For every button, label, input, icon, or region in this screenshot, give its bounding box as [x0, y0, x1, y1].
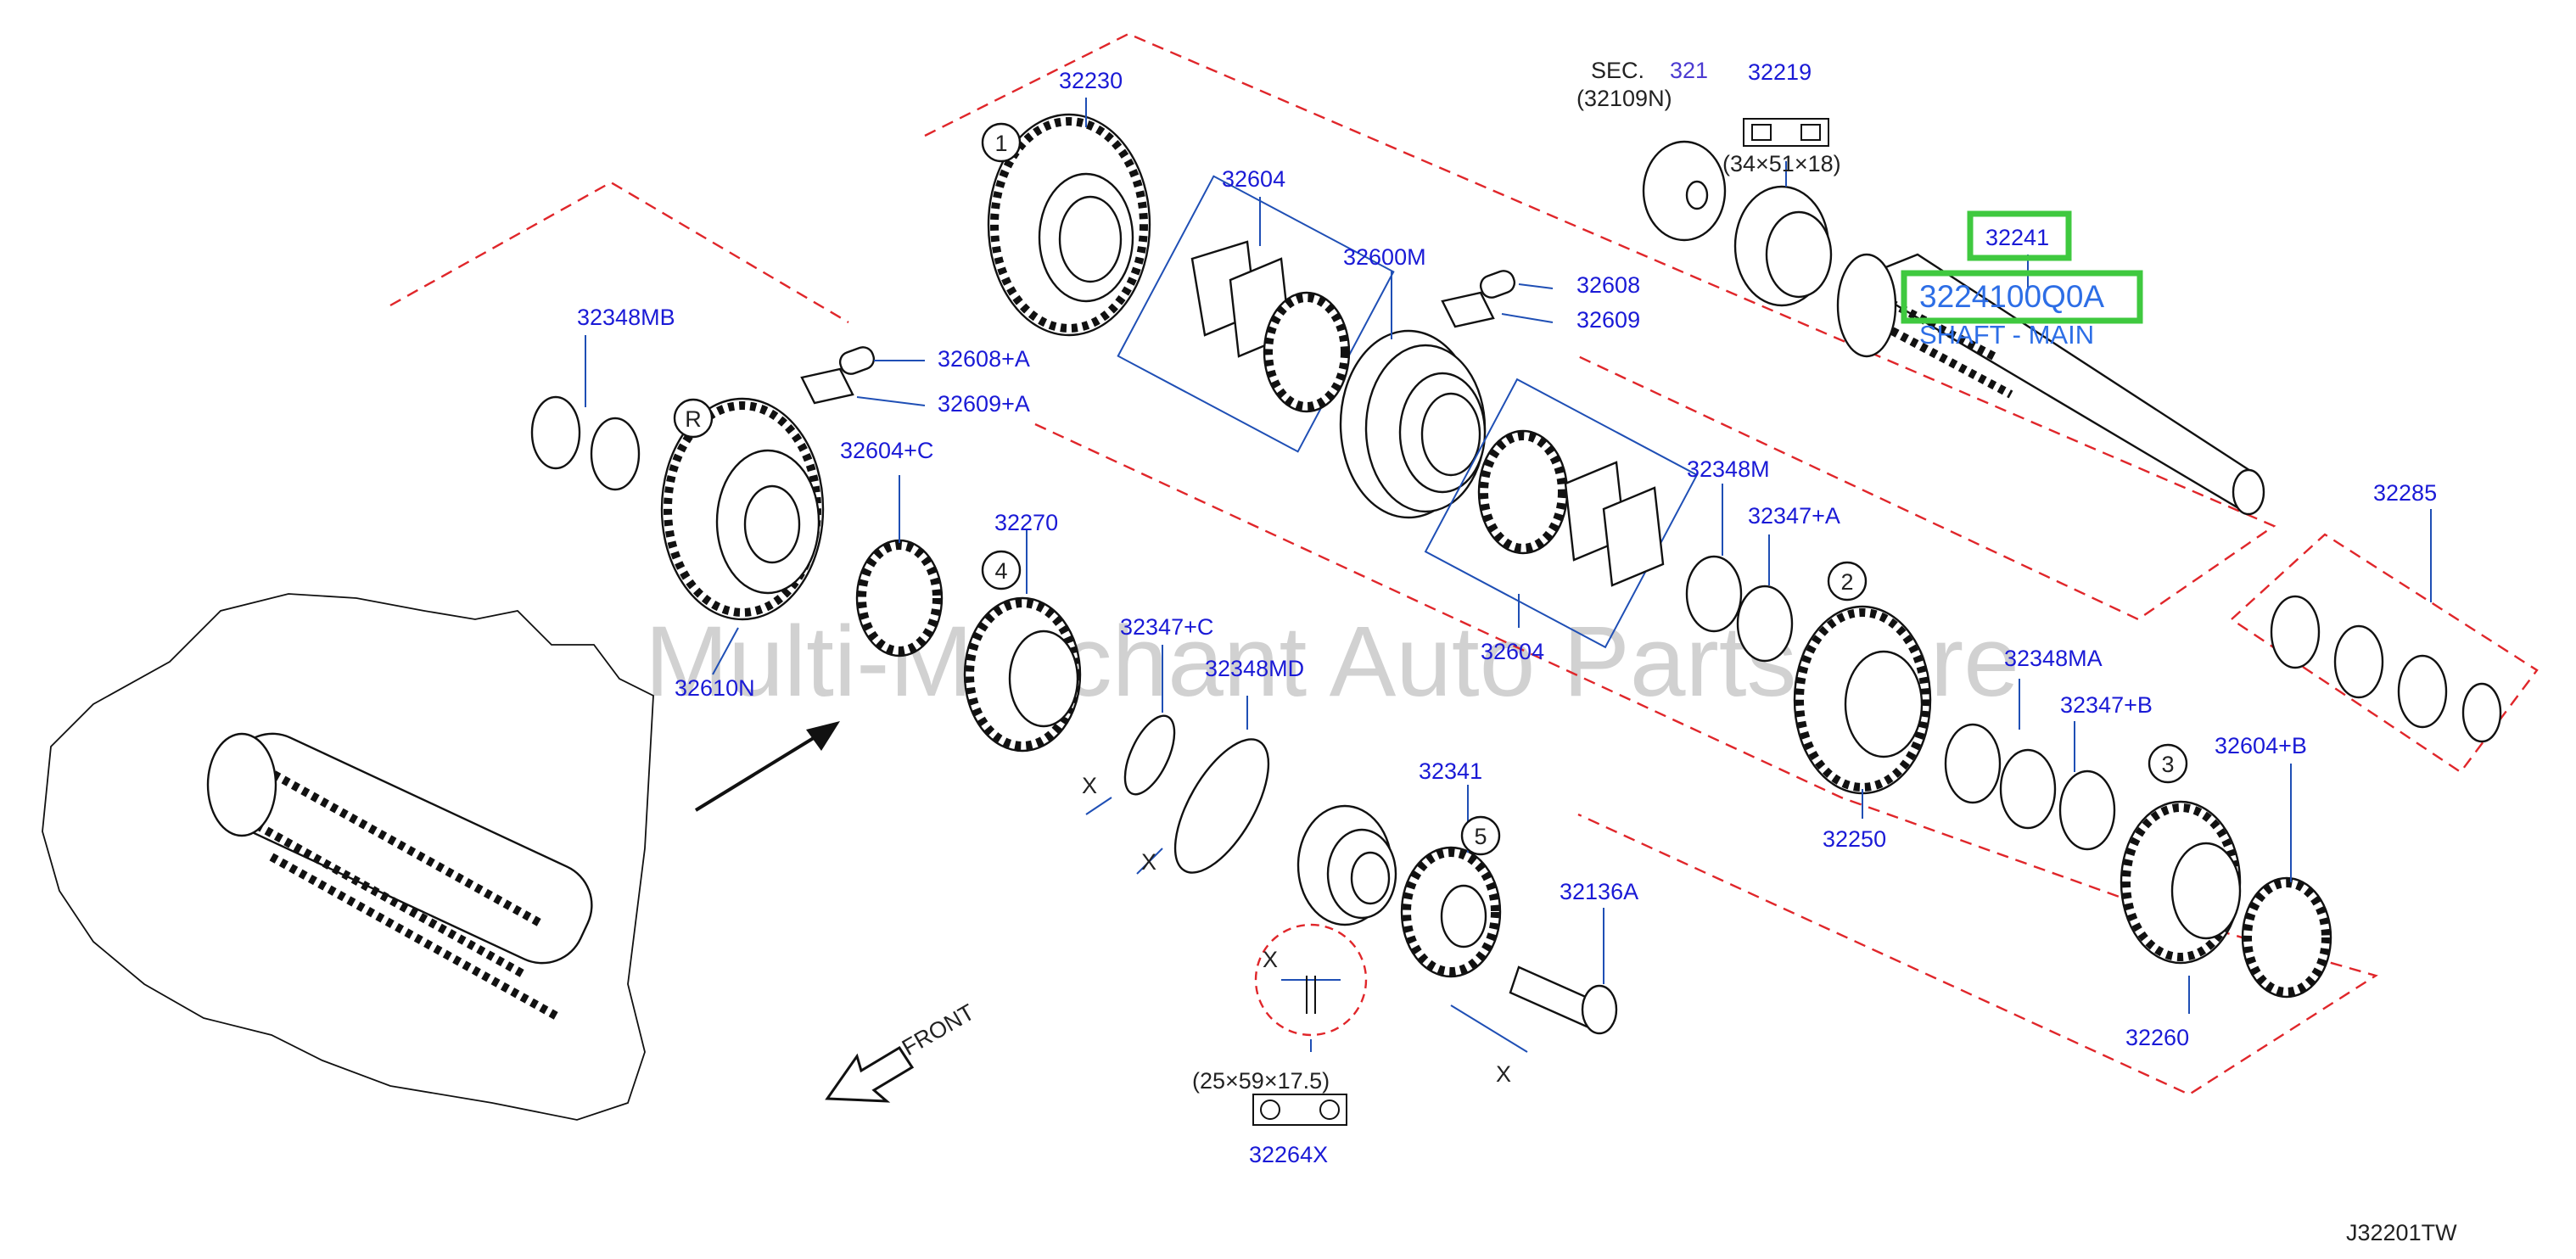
label-32341[interactable]: 32341: [1419, 758, 1482, 784]
leader-lines: [585, 98, 2432, 1053]
detail-circle-x: [1254, 923, 1368, 1037]
part-32250-gear: [1793, 605, 1932, 795]
label-32610N[interactable]: 32610N: [675, 675, 755, 701]
x-mark-4: X: [1496, 1061, 1511, 1087]
part-32219-bearing: [1733, 185, 1833, 307]
label-32347A[interactable]: 32347+A: [1748, 503, 1840, 529]
label-32604B[interactable]: 32604+B: [2215, 733, 2307, 758]
label-32347B[interactable]: 32347+B: [2060, 692, 2153, 718]
label-32604-lower[interactable]: 32604: [1481, 639, 1544, 664]
x-mark-3: X: [1263, 947, 1278, 972]
group-outline-reverse: [389, 181, 849, 324]
label-32609[interactable]: 32609: [1576, 307, 1640, 333]
part-32341-gear: [1400, 846, 1502, 978]
callout-3: 3: [2148, 743, 2188, 784]
x-mark-1: X: [1082, 773, 1097, 798]
diagram-code: J32201TW: [2346, 1220, 2457, 1245]
part-description: SHAFT - MAIN: [1919, 320, 2094, 350]
bearing-icon-32219: [1743, 118, 1829, 147]
label-32347C[interactable]: 32347+C: [1120, 614, 1213, 640]
part-32608A-pin: [838, 346, 876, 375]
group-outline-snaprings: [2230, 533, 2539, 774]
label-32136A[interactable]: 32136A: [1560, 879, 1638, 904]
part-32260-gear: [2120, 800, 2242, 965]
callout-2: 2: [1827, 561, 1868, 602]
label-32600M[interactable]: 32600M: [1343, 244, 1426, 270]
label-32219[interactable]: 32219: [1748, 59, 1812, 85]
direction-arrow: [694, 728, 829, 812]
part-32264X-bearing: [1296, 804, 1397, 926]
label-32604-top[interactable]: 32604: [1222, 166, 1285, 192]
part-32604-synchro-top: [1190, 240, 1351, 413]
callout-R: R: [673, 398, 714, 439]
callout-4: 4: [981, 550, 1022, 590]
label-32608[interactable]: 32608: [1576, 272, 1640, 298]
svg-text:5: 5: [1474, 824, 1487, 849]
label-32604C[interactable]: 32604+C: [840, 438, 933, 463]
part-32604C-ring: [855, 539, 944, 657]
svg-text:R: R: [685, 406, 702, 432]
x-mark-2: X: [1141, 849, 1156, 875]
section-number-link[interactable]: 321: [1670, 58, 1708, 83]
part-32348MA-snapring: [1944, 723, 2057, 830]
part-32610N-gear: [660, 397, 825, 621]
label-32264X[interactable]: 32264X: [1249, 1142, 1328, 1167]
part-32604B-ring: [2241, 876, 2332, 999]
group-outline-lower: [1034, 422, 2378, 1096]
part-32348MD-snapring: [1173, 738, 1270, 874]
bearing-icon-32264X: [1252, 1094, 1347, 1126]
dimension-32264X: (25×59×17.5): [1192, 1068, 1330, 1094]
oem-number-link[interactable]: 3224100Q0A: [1919, 279, 2104, 314]
section-prefix: SEC.: [1591, 58, 1644, 83]
svg-text:3: 3: [2161, 752, 2174, 777]
callout-1: 1: [981, 122, 1022, 163]
section-part: (32109N): [1576, 86, 1672, 111]
svg-text:1: 1: [994, 131, 1007, 156]
part-32109N-plate: [1642, 140, 1727, 242]
label-32230[interactable]: 32230: [1059, 68, 1123, 93]
label-32348MA[interactable]: 32348MA: [2004, 646, 2103, 671]
transmission-housing-outline: [42, 593, 654, 1121]
label-32348M[interactable]: 32348M: [1687, 456, 1770, 482]
part-32347C-snapring: [1123, 714, 1176, 796]
part-32347A-washer: [1736, 585, 1794, 663]
label-32348MD[interactable]: 32348MD: [1205, 656, 1304, 681]
part-32136A-bolt: [1509, 965, 1618, 1035]
front-indicator: FRONT: [825, 999, 979, 1103]
front-label: FRONT: [898, 999, 979, 1060]
svg-text:4: 4: [994, 558, 1007, 584]
front-arrow-icon: [825, 1045, 915, 1103]
label-32250[interactable]: 32250: [1823, 826, 1886, 852]
highlight-box-oem: [1901, 270, 2143, 324]
part-32285-snaprings: [2270, 595, 2502, 743]
part-32347B-washer: [2058, 769, 2116, 851]
part-32609A-spring: [800, 367, 854, 405]
highlight-box-part-number: [1967, 210, 2072, 261]
part-32608-pin: [1479, 270, 1516, 299]
part-32348M-snapring: [1685, 555, 1743, 633]
label-32241[interactable]: 32241: [1985, 225, 2049, 250]
part-32600M-sleeve: [1339, 329, 1487, 519]
label-32285[interactable]: 32285: [2373, 480, 2437, 506]
part-32609-spring: [1441, 291, 1495, 328]
housing-shaft-assembly: [206, 732, 593, 1022]
part-32348MB-washers: [530, 395, 641, 491]
part-32604-synchro-lower: [1477, 429, 1665, 587]
callout-5: 5: [1460, 815, 1501, 856]
label-32260[interactable]: 32260: [2125, 1025, 2189, 1050]
label-32609A[interactable]: 32609+A: [938, 391, 1030, 417]
svg-text:2: 2: [1840, 569, 1853, 595]
part-32270-gear: [963, 596, 1082, 753]
dimension-32219: (34×51×18): [1722, 151, 1841, 176]
part-32230-gear: [987, 113, 1151, 337]
direction-arrowhead: [806, 721, 840, 751]
label-32270[interactable]: 32270: [994, 510, 1058, 535]
label-32348MB[interactable]: 32348MB: [577, 305, 675, 330]
group-outline-mainshaft: [924, 32, 2276, 621]
label-32608A[interactable]: 32608+A: [938, 346, 1030, 372]
